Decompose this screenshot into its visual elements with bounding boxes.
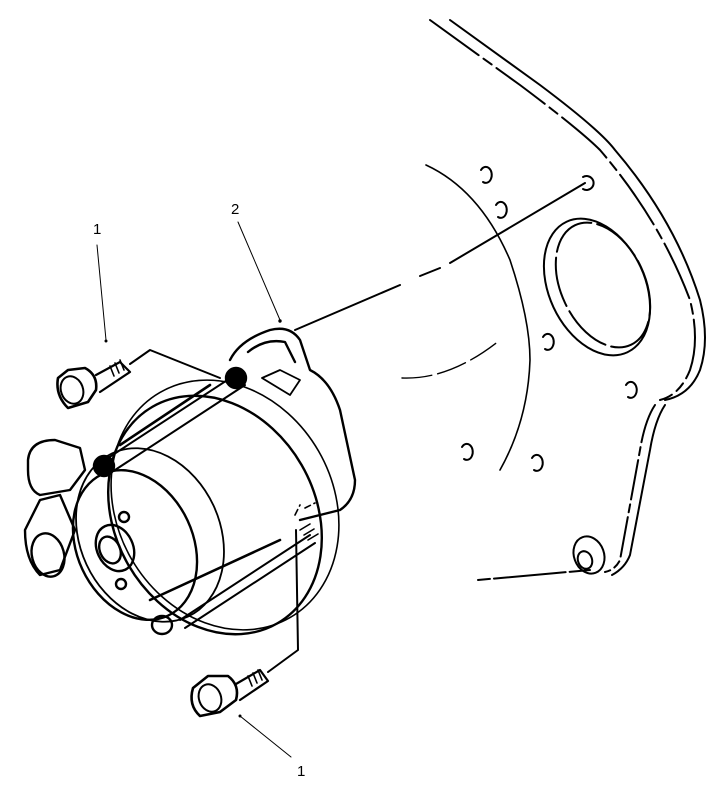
bolt-top — [56, 359, 132, 410]
dowel-pin — [572, 535, 606, 575]
callout-2: 2 — [231, 201, 240, 218]
plate-bolt-holes — [461, 165, 638, 472]
alignment-line — [294, 182, 586, 331]
bolt-bottom-path — [267, 529, 299, 673]
callout-1-bottom: 1 — [297, 763, 306, 780]
callout-1-top: 1 — [93, 221, 102, 238]
plate-bore — [542, 217, 652, 357]
leader-lines — [96, 221, 292, 758]
bolt-bottom — [190, 668, 270, 718]
bolt-top-path — [129, 349, 221, 379]
engine-plate — [401, 19, 706, 581]
starter-motor — [23, 327, 357, 636]
